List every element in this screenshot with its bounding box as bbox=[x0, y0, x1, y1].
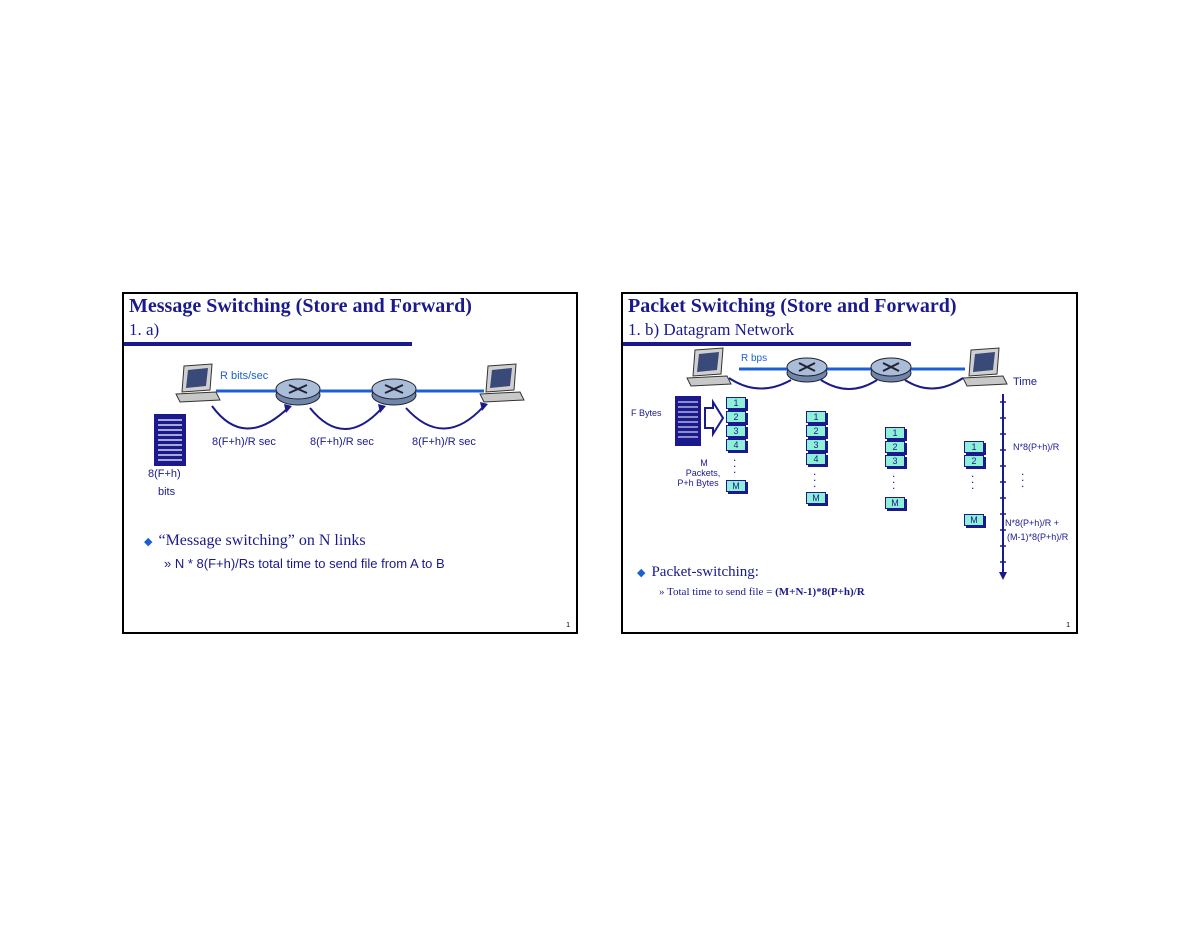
packet: 3 bbox=[806, 439, 826, 451]
ellipsis: ... bbox=[892, 466, 896, 492]
packet: M bbox=[726, 480, 746, 492]
time-mark-2: N*8(P+h)/R + bbox=[1005, 518, 1060, 528]
packet: 4 bbox=[806, 453, 826, 465]
destination-computer-icon bbox=[479, 363, 525, 403]
hop-label-3: 8(F+h)/R sec bbox=[412, 436, 476, 448]
time-mark-2-cont: (M-1)*8(P+h)/R bbox=[1007, 532, 1069, 542]
packet: 3 bbox=[726, 425, 746, 437]
packet: 4 bbox=[726, 439, 746, 451]
time-ticks bbox=[1000, 401, 1006, 563]
packet: 1 bbox=[806, 411, 826, 423]
router-icon-1 bbox=[275, 378, 321, 406]
packet: 2 bbox=[806, 425, 826, 437]
title-underline bbox=[623, 342, 911, 346]
split-arrow-icon bbox=[704, 398, 725, 438]
time-axis-label: Time bbox=[1013, 376, 1038, 388]
packets-label-count: Packets, bbox=[685, 468, 721, 478]
bullet-text: “Message switching” on N links bbox=[158, 532, 366, 549]
rate-label: R bps bbox=[741, 353, 768, 364]
hop-arc-3 bbox=[904, 377, 964, 390]
bullet-message-switching: ◆ “Message switching” on N links bbox=[144, 532, 366, 550]
packet-switching-diagram bbox=[675, 347, 1008, 580]
slide-title: Packet Switching (Store and Forward) bbox=[628, 295, 957, 317]
packet: M bbox=[806, 492, 826, 504]
destination-computer-icon bbox=[962, 347, 1008, 387]
packets-label-m: M bbox=[700, 458, 708, 468]
hop-label-2: 8(F+h)/R sec bbox=[310, 436, 374, 448]
hop-label-1: 8(F+h)/R sec bbox=[212, 436, 276, 448]
packet: M bbox=[885, 497, 905, 509]
packet: M bbox=[964, 514, 984, 526]
router-icon-1 bbox=[786, 357, 828, 383]
slide-title: Message Switching (Store and Forward) bbox=[129, 295, 472, 317]
packet: 1 bbox=[964, 441, 984, 453]
slide-subtitle: 1. b) Datagram Network bbox=[628, 320, 795, 339]
router-icon-2 bbox=[371, 378, 417, 406]
file-size-label: F Bytes bbox=[631, 408, 662, 418]
source-computer-icon bbox=[175, 363, 221, 403]
ellipsis: ... bbox=[971, 466, 975, 492]
packet: 2 bbox=[964, 455, 984, 467]
packets-label-size: P+h Bytes bbox=[677, 478, 719, 488]
rate-label: R bits/sec bbox=[220, 370, 269, 382]
subbullet-total-time: » Total time to send file = (M+N-1)*8(P+… bbox=[659, 586, 865, 598]
diamond-bullet-icon: ◆ bbox=[144, 536, 153, 548]
file-size-unit: bits bbox=[158, 486, 176, 498]
title-underline bbox=[124, 342, 412, 346]
slide-subtitle: 1. a) bbox=[129, 320, 160, 339]
slide-message-switching: Message Switching (Store and Forward) 1.… bbox=[122, 292, 578, 634]
bullet-text: Packet-switching: bbox=[651, 564, 759, 580]
hop-arc-1 bbox=[728, 377, 792, 390]
total-time-formula: (M+N-1)*8(P+h)/R bbox=[775, 586, 865, 598]
bullet-packet-switching: ◆ Packet-switching: bbox=[637, 564, 759, 581]
slide-packet-switching: Packet Switching (Store and Forward) 1. … bbox=[621, 292, 1078, 634]
packet: 3 bbox=[885, 455, 905, 467]
file-icon bbox=[675, 396, 701, 446]
ellipsis: ... bbox=[813, 464, 817, 490]
message-switching-diagram bbox=[154, 363, 525, 466]
diamond-bullet-icon: ◆ bbox=[637, 567, 646, 579]
time-mark-1: N*8(P+h)/R bbox=[1013, 442, 1060, 452]
subbullet-prefix: » Total time to send file = bbox=[659, 586, 776, 598]
page-number: 1 bbox=[1066, 622, 1070, 629]
subbullet-total-time: » N * 8(F+h)/Rs total time to send file … bbox=[164, 556, 445, 571]
hop-arc-3 bbox=[405, 405, 485, 430]
packet: 2 bbox=[885, 441, 905, 453]
router-icon-2 bbox=[870, 357, 912, 383]
ellipsis: ... bbox=[733, 450, 737, 476]
ellipsis: ... bbox=[1021, 464, 1025, 490]
packet: 2 bbox=[726, 411, 746, 423]
packet: 1 bbox=[885, 427, 905, 439]
packet: 1 bbox=[726, 397, 746, 409]
hop-arc-2 bbox=[820, 379, 878, 390]
source-computer-icon bbox=[686, 347, 732, 387]
hop-arc-2 bbox=[309, 407, 383, 430]
page-number: 1 bbox=[566, 622, 570, 629]
file-size-label: 8(F+h) bbox=[148, 468, 181, 480]
file-icon bbox=[154, 414, 186, 466]
hop-arc-1 bbox=[211, 405, 289, 430]
